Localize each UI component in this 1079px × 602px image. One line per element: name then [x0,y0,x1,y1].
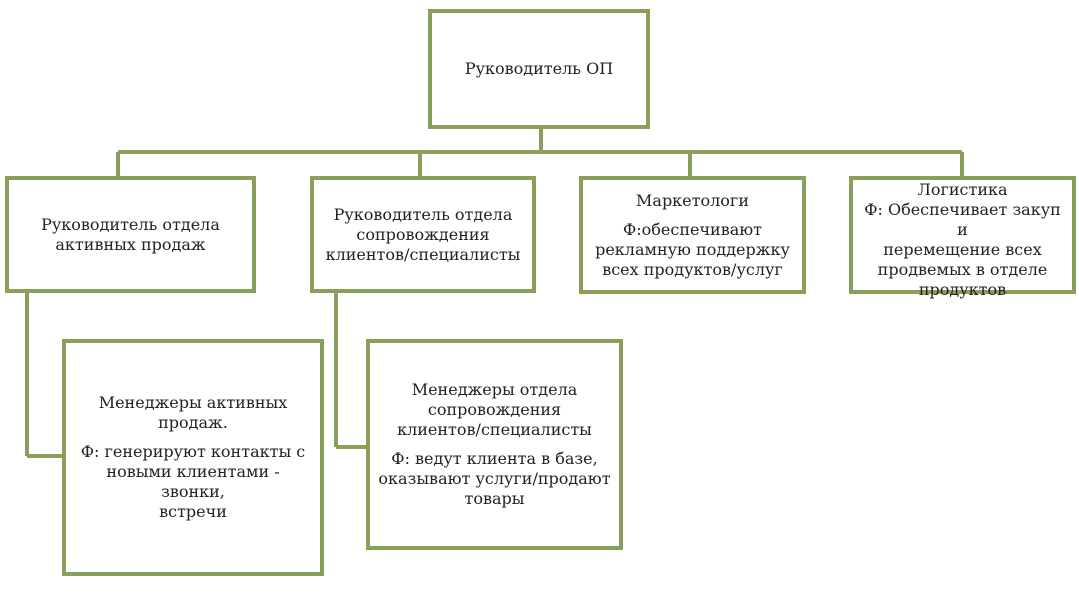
node-marketing: Маркетологи Ф:обеспечивают рекламную под… [579,176,806,294]
node-logistics-title: Логистика [917,180,1008,199]
node-logistics-desc-4: продуктов [918,280,1007,299]
node-client-support-managers-title-1: Менеджеры отдела [411,380,578,399]
node-active-sales-managers-desc-1: Ф: генерируют контакты с [80,442,306,461]
node-active-sales-managers: Менеджеры активных продаж. Ф: генерируют… [62,339,324,576]
node-active-sales-head-line-1: Руководитель отдела [41,214,220,234]
node-logistics-desc-2: перемещение всех [883,240,1042,259]
node-marketing-desc-1: Ф:обеспечивают [622,219,763,239]
node-active-sales-managers-desc-3: встречи [159,502,227,521]
node-client-support-managers-title-3: клиентов/специалисты [397,420,592,439]
node-client-support-managers: Менеджеры отдела сопровождения клиентов/… [366,339,623,550]
node-client-support-head-line-3: клиентов/специалисты [325,244,521,264]
node-active-sales-head: Руководитель отдела активных продаж [5,176,256,293]
node-active-sales-head-line-2: активных продаж [55,234,206,254]
node-client-support-managers-title-2: сопровождения [427,400,562,419]
node-client-support-managers-desc-3: товары [464,489,525,508]
node-client-support-head-line-2: сопровождения [356,224,490,244]
node-client-support-managers-desc-1: Ф: ведут клиента в базе, [391,449,598,468]
node-logistics-desc-1: Ф: Обеспечивает закуп и [864,200,1061,239]
node-marketing-desc-3: всех продуктов/услуг [602,259,783,279]
node-logistics-desc-3: продвемых в отделе [877,260,1048,279]
node-marketing-desc-2: рекламную поддержку [595,239,790,259]
node-head-of-sales: Руководитель ОП [428,9,650,129]
node-client-support-managers-desc-2: оказывают услуги/продают [378,469,611,488]
node-client-support-head: Руководитель отдела сопровождения клиент… [310,176,536,293]
node-client-support-head-line-1: Руководитель отдела [333,204,513,224]
node-active-sales-managers-desc-2: новыми клиентами - звонки, [106,462,280,501]
node-active-sales-managers-title-2: продаж. [158,413,228,432]
node-logistics: Логистика Ф: Обеспечивает закуп и переме… [849,176,1076,299]
node-active-sales-managers-title-1: Менеджеры активных [98,393,288,412]
node-head-of-sales-label: Руководитель ОП [464,59,614,78]
node-marketing-title: Маркетологи [636,190,749,210]
